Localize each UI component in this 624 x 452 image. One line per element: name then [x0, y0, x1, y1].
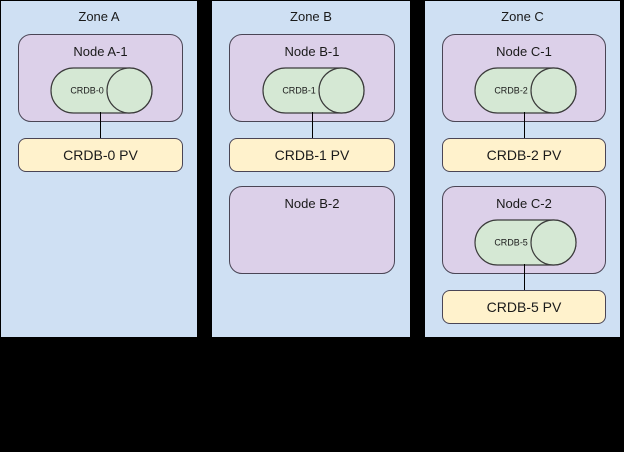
volume-crdb-0-pv-label: CRDB-0 PV [63, 147, 138, 163]
cylinder-icon [262, 67, 365, 114]
node-b-2[interactable]: Node B-2 [229, 186, 395, 274]
node-b-2-title: Node B-2 [284, 196, 340, 211]
database-crdb-1[interactable]: CRDB-1 [262, 67, 365, 114]
zone-a-container: Zone A Node A-1 CRDB-0 CRDB-0 PV [0, 0, 198, 338]
volume-crdb-1-pv[interactable]: CRDB-1 PV [229, 138, 395, 172]
node-c-1[interactable]: Node C-1 CRDB-2 [442, 34, 606, 122]
volume-crdb-2-pv-label: CRDB-2 PV [486, 147, 562, 163]
database-crdb-0[interactable]: CRDB-0 [50, 67, 153, 114]
zone-b-container: Zone B Node B-1 CRDB-1 CRDB-1 PV Node B-… [211, 0, 411, 338]
node-c-2[interactable]: Node C-2 CRDB-5 [442, 186, 606, 274]
database-crdb-2[interactable]: CRDB-2 [474, 67, 577, 114]
zone-c-container: Zone C Node C-1 CRDB-2 CRDB-2 PV Node C-… [424, 0, 621, 338]
cylinder-icon [50, 67, 153, 114]
connector-node-b-1-to-crdb-1-pv [312, 112, 313, 138]
volume-crdb-1-pv-label: CRDB-1 PV [274, 147, 350, 163]
node-a-1-title: Node A-1 [73, 44, 128, 59]
node-b-1-title: Node B-1 [284, 44, 340, 59]
node-a-1[interactable]: Node A-1 CRDB-0 [18, 34, 183, 122]
zone-c-title: Zone C [501, 9, 544, 24]
volume-crdb-0-pv[interactable]: CRDB-0 PV [18, 138, 183, 172]
cylinder-icon [474, 219, 577, 266]
zone-b-title: Zone B [290, 9, 332, 24]
node-c-2-title: Node C-2 [496, 196, 552, 211]
zone-a-title: Zone A [78, 9, 120, 24]
node-c-1-title: Node C-1 [496, 44, 552, 59]
connector-node-c-1-to-crdb-2-pv [524, 112, 525, 138]
volume-crdb-5-pv[interactable]: CRDB-5 PV [442, 290, 606, 324]
database-crdb-5[interactable]: CRDB-5 [474, 219, 577, 266]
connector-node-c-2-to-crdb-5-pv [524, 264, 525, 290]
cylinder-icon [474, 67, 577, 114]
volume-crdb-2-pv[interactable]: CRDB-2 PV [442, 138, 606, 172]
node-b-1[interactable]: Node B-1 CRDB-1 [229, 34, 395, 122]
connector-node-a-1-to-crdb-0-pv [100, 112, 101, 138]
volume-crdb-5-pv-label: CRDB-5 PV [486, 299, 562, 315]
